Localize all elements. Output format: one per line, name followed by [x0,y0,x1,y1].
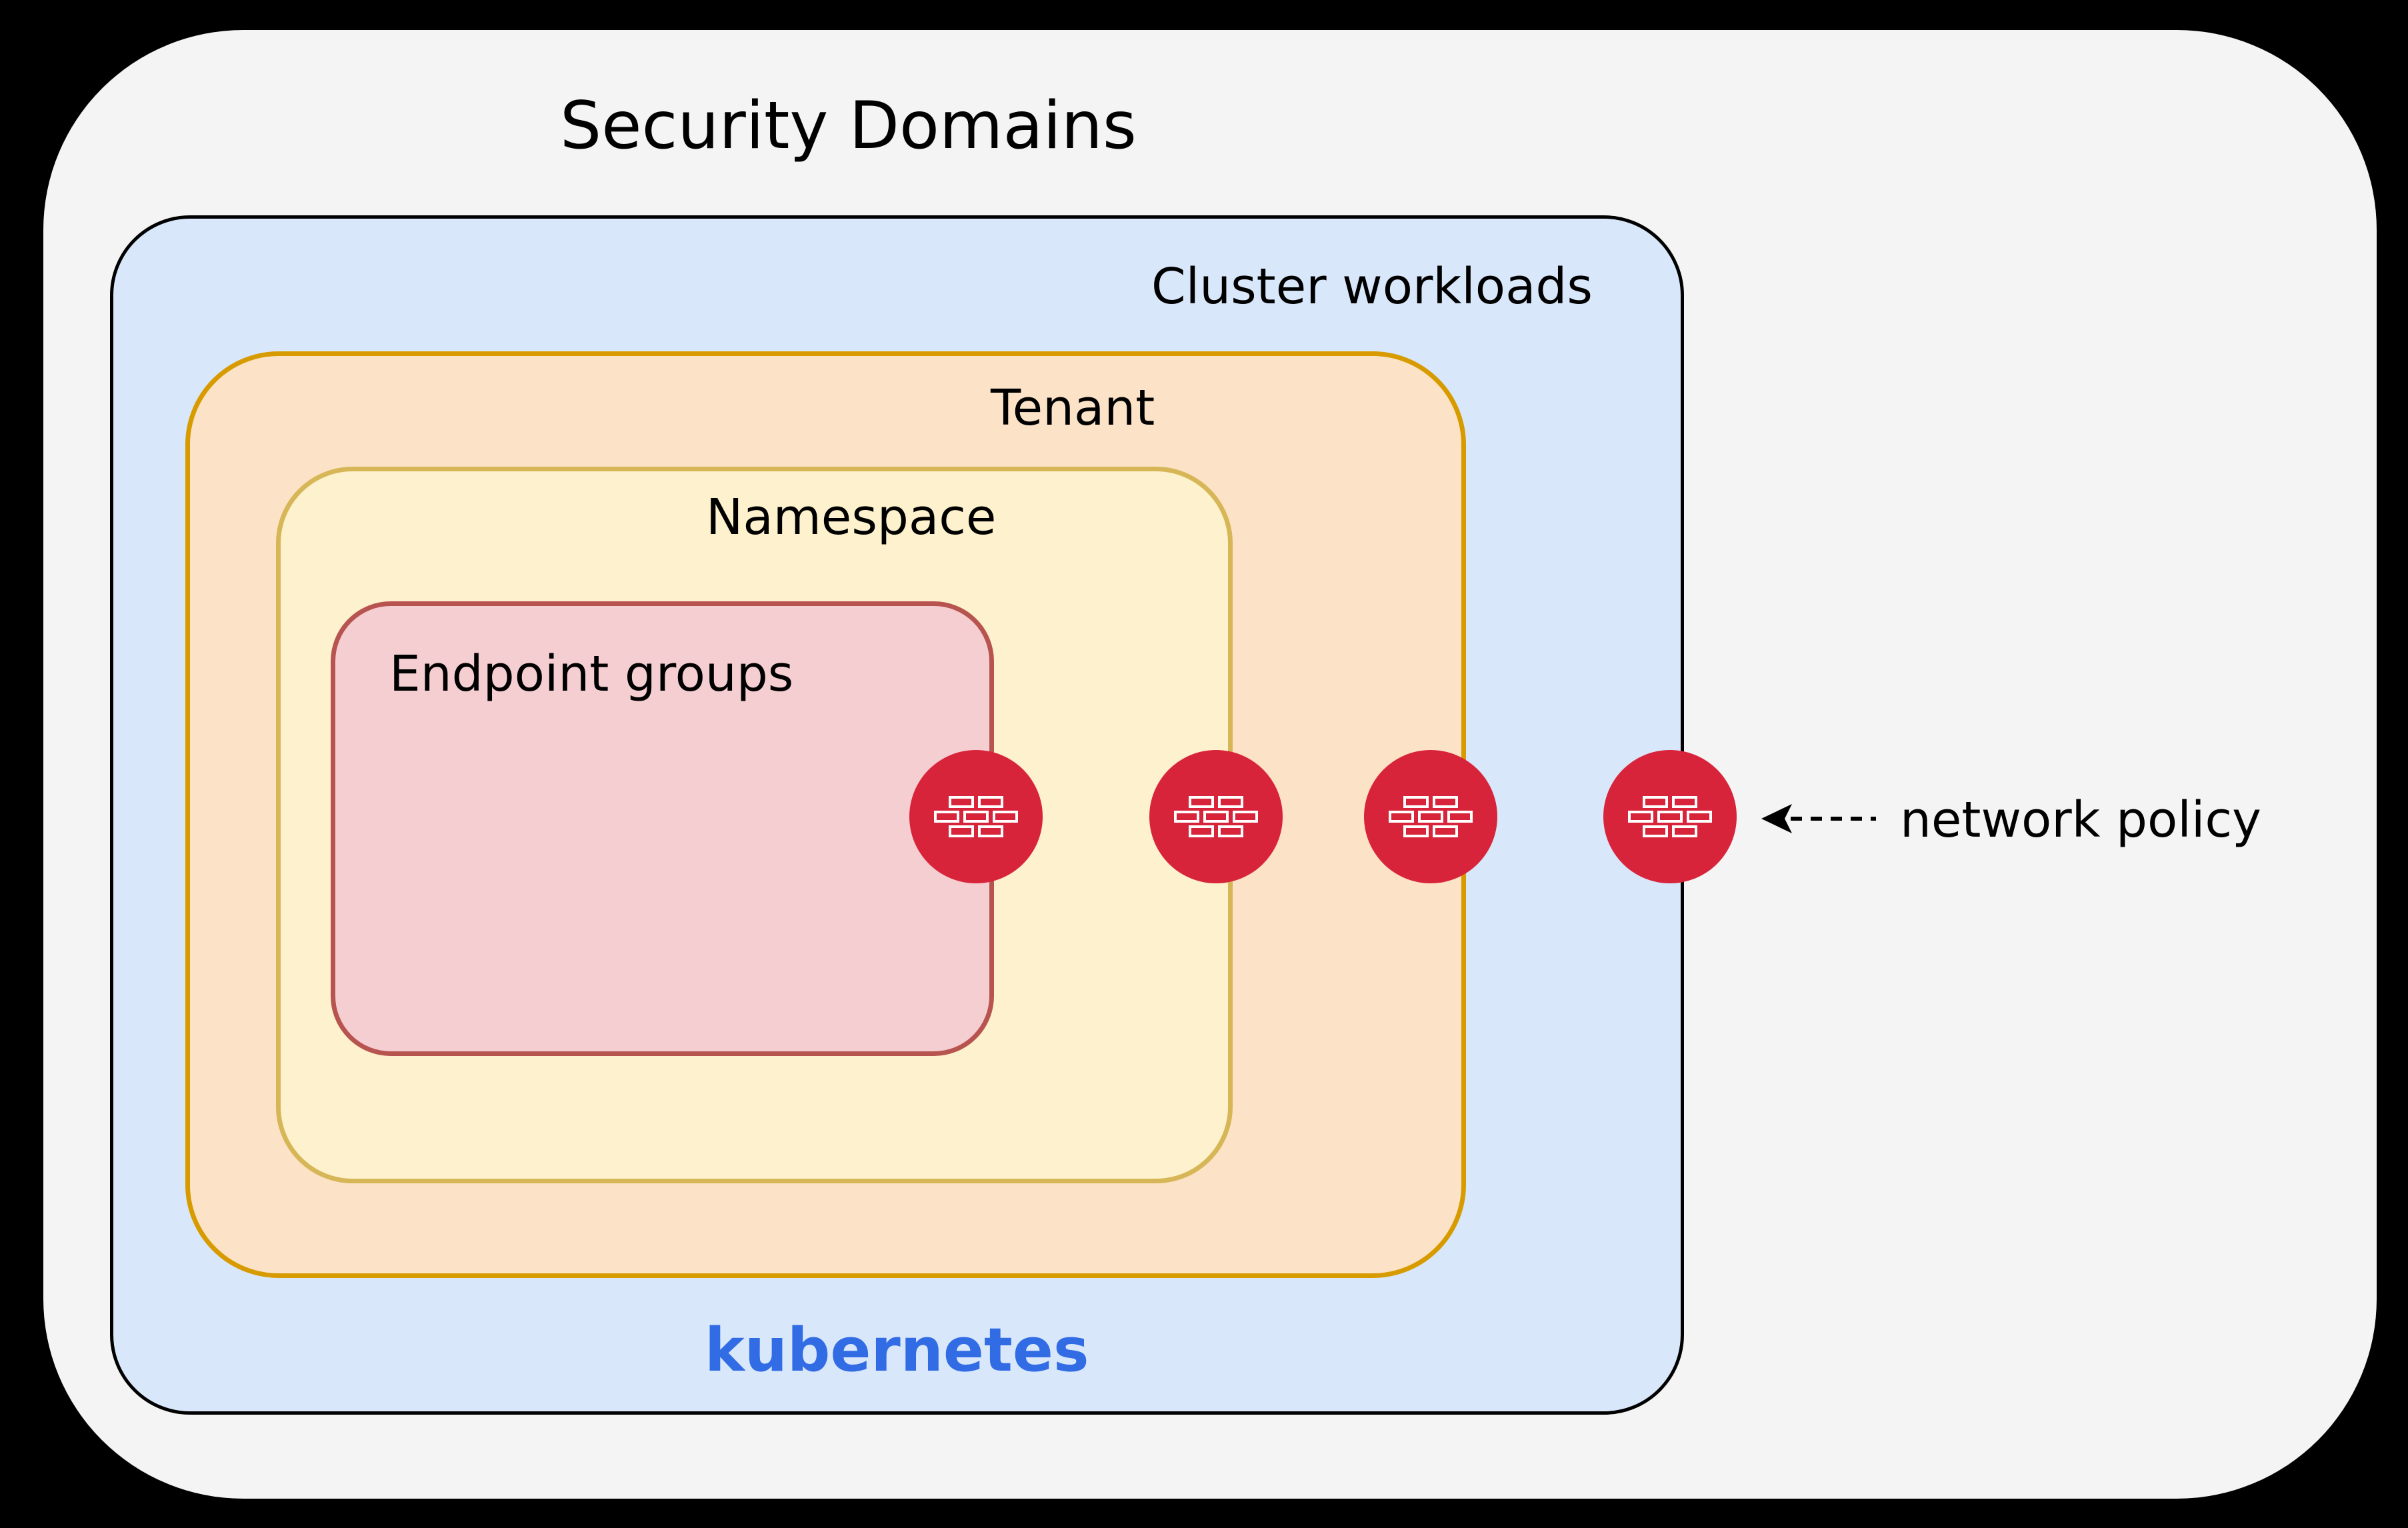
firewall-icon-cluster [1603,750,1737,883]
firewall-icon-namespace [1149,750,1283,883]
firewall-icon-endpoint-groups [909,750,1043,883]
firewall-icon-tenant [1364,750,1497,883]
brick-wall-icon [1174,796,1258,837]
kubernetes-label: kubernetes [705,1315,1089,1385]
namespace-label: Namespace [706,489,997,546]
network-policy-label: network policy [1900,791,2261,849]
network-policy-arrow [1761,804,1876,833]
cluster-workloads-label: Cluster workloads [1151,258,1593,315]
endpoint-groups-label: Endpoint groups [389,645,794,703]
namespace-box: Namespace Endpoint groups [276,467,1233,1183]
page-title: Security Domains [560,88,1137,164]
brick-wall-icon [1389,796,1473,837]
brick-wall-icon [934,796,1018,837]
tenant-label: Tenant [991,379,1155,437]
endpoint-groups-box: Endpoint groups [331,601,994,1056]
brick-wall-icon [1628,796,1712,837]
tenant-box: Tenant Namespace Endpoint groups [185,351,1466,1278]
